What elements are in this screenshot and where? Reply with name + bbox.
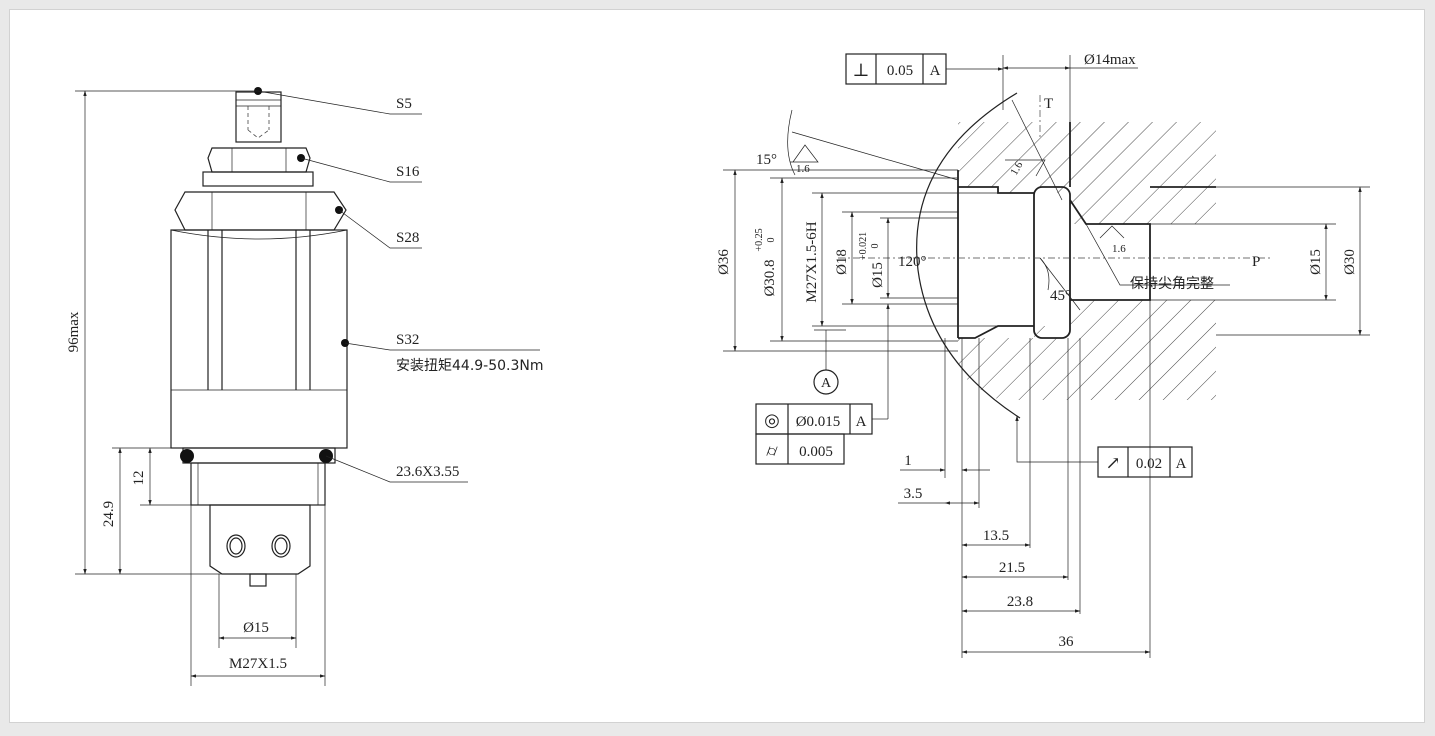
callout-s32: S32 (396, 332, 419, 348)
dim-1: 1 (904, 453, 912, 469)
angle-15: 15° (756, 152, 777, 168)
dim-dia15-p: Ø15 (1308, 249, 1324, 275)
thread-section (190, 462, 326, 506)
dim-12: 12 (131, 471, 147, 486)
callout-s5: S5 (396, 96, 412, 112)
dim-3-5: 3.5 (904, 486, 923, 502)
dim-dia14max: Ø14max (1084, 52, 1136, 68)
tol-15-upper: +0.021 (858, 232, 869, 260)
roughness-c: 1.6 (1112, 243, 1126, 255)
tol-30-8-upper: +0.25 (754, 228, 765, 251)
dim-dia15: Ø15 (243, 620, 269, 636)
callout-oring: 23.6X3.55 (396, 464, 459, 480)
dim-m27-thread: M27X1.5 (229, 656, 287, 672)
dim-thread-6h: M27X1.5-6H (804, 221, 820, 302)
port-t: T (1044, 96, 1053, 112)
gdt-perp-symbol: ⊥ (853, 60, 870, 80)
dim-96max: 96max (66, 311, 82, 352)
dim-dia30: Ø30 (1342, 249, 1358, 275)
cavity-section-view: Ø36 Ø30.8 +0.25 0 M27X1.5-6H Ø18 Ø15 +0.… (716, 52, 1370, 658)
gdt-conc-datum: A (856, 414, 867, 430)
gdt-runout-symbol: ↗ (1105, 453, 1120, 473)
dim-21-5: 21.5 (999, 560, 1025, 576)
datum-a-label: A (821, 376, 832, 391)
dim-dia30-8: Ø30.8 (762, 259, 778, 296)
gdt-conc-symbol: ◎ (764, 410, 780, 430)
dim-23-8: 23.8 (1007, 594, 1033, 610)
dim-dia15-bore: Ø15 (870, 262, 886, 288)
gdt-runout-value: 0.02 (1136, 456, 1162, 472)
lock-nut-s16 (207, 147, 311, 173)
callout-s28: S28 (396, 230, 419, 246)
cartridge-valve-view: S5 S16 S28 S32 安装扭矩44.9-50.3Nm 23.6X3.55… (66, 87, 544, 686)
callout-torque: 安装扭矩44.9-50.3Nm (396, 358, 544, 374)
dim-dia36: Ø36 (716, 249, 732, 275)
gdt-cylindricity (755, 433, 845, 465)
tol-15-lower: 0 (870, 244, 881, 249)
spool-tip (209, 504, 311, 575)
valve-body-s32 (170, 229, 348, 449)
gdt-runout-datum: A (1176, 456, 1187, 472)
roughness-a: 1.6 (796, 163, 810, 175)
breakout-arc (916, 92, 1021, 419)
dim-36: 36 (1059, 634, 1075, 650)
angle-45: 45° (1050, 288, 1071, 304)
gdt-perp-value: 0.05 (887, 63, 913, 79)
hex-nut-s28 (174, 191, 347, 231)
o-ring-left (180, 449, 194, 463)
dim-dia18: Ø18 (834, 249, 850, 275)
note-sharp-edge: 保持尖角完整 (1130, 276, 1214, 292)
gdt-cyl-value: 0.005 (799, 444, 833, 460)
datum-a-symbol (813, 369, 839, 395)
angle-120: 120° (898, 254, 927, 270)
dim-24-9: 24.9 (101, 501, 117, 527)
adjust-screw (235, 91, 282, 143)
gdt-cyl-symbol: ⌭ (766, 443, 778, 460)
dim-13-5: 13.5 (983, 528, 1009, 544)
gdt-perp-datum: A (930, 63, 941, 79)
callout-s16: S16 (396, 164, 420, 180)
port-p: P (1252, 254, 1260, 270)
gdt-conc-value: Ø0.015 (796, 414, 841, 430)
tol-30-8-lower: 0 (766, 238, 777, 243)
